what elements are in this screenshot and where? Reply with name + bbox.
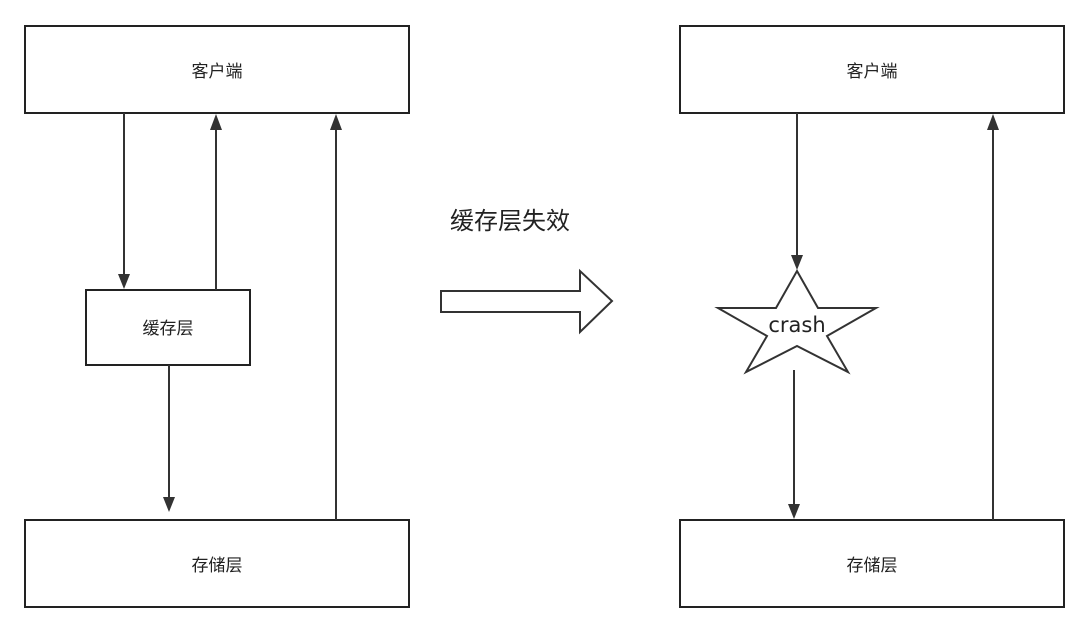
crash-node: crash	[714, 268, 880, 375]
right-client-box	[679, 25, 1065, 114]
left-storage-box	[24, 519, 410, 608]
left-arrow-client-to-cache	[118, 113, 130, 289]
transition: 缓存层失效	[440, 207, 614, 335]
left-client-box	[24, 25, 410, 114]
left-cache-box	[85, 289, 251, 366]
right-arrow-storage-to-client	[987, 114, 999, 520]
arrow-head-up-icon	[987, 114, 999, 130]
arrow-head-down-icon	[163, 497, 175, 512]
left-storage-label: 存储层	[192, 556, 243, 576]
left-cache-node: 缓存层	[85, 289, 251, 366]
right-storage-node: 存储层	[679, 519, 1065, 608]
left-client-label: 客户端	[192, 62, 243, 82]
left-arrow-storage-to-client	[330, 114, 342, 520]
crash-label: crash	[768, 313, 825, 337]
right-diagram: 客户端 存储层 crash	[679, 25, 1065, 608]
arrow-head-up-icon	[330, 114, 342, 130]
arrow-head-down-icon	[118, 274, 130, 289]
left-arrow-cache-to-client	[210, 114, 222, 290]
right-storage-box	[679, 519, 1065, 608]
left-client-node: 客户端	[24, 25, 410, 114]
arrow-head-down-icon	[791, 255, 803, 270]
right-storage-label: 存储层	[847, 556, 898, 576]
right-arrow-crash-to-storage	[788, 370, 800, 519]
left-diagram: 客户端 缓存层 存储层	[24, 25, 410, 608]
block-arrow-right-icon	[440, 268, 614, 335]
left-cache-label: 缓存层	[143, 319, 194, 339]
left-arrow-cache-to-storage	[163, 365, 175, 512]
transition-label: 缓存层失效	[450, 207, 570, 235]
right-client-node: 客户端	[679, 25, 1065, 114]
left-storage-node: 存储层	[24, 519, 410, 608]
right-client-label: 客户端	[847, 62, 898, 82]
right-arrow-client-to-crash	[791, 113, 803, 270]
arrow-head-down-icon	[788, 504, 800, 519]
arrow-head-up-icon	[210, 114, 222, 130]
crash-star-icon	[714, 268, 880, 375]
